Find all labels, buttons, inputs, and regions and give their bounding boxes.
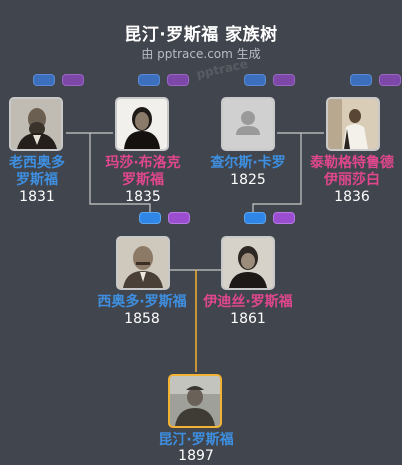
- person-photo-father[interactable]: [116, 236, 170, 290]
- person-name-gm-paternal-line1[interactable]: 玛莎·布洛克: [105, 155, 181, 171]
- expand-parents-button[interactable]: [33, 74, 55, 86]
- person-name-gf-maternal[interactable]: 查尔斯·卡罗: [210, 155, 286, 171]
- person-name-gm-maternal-line1[interactable]: 泰勒格特鲁德: [310, 155, 394, 171]
- person-photo-mother[interactable]: [221, 236, 275, 290]
- expand-relatives-button[interactable]: [273, 74, 295, 86]
- person-name-gm-maternal-line2[interactable]: 伊丽莎白: [324, 172, 380, 188]
- person-year-subject: 1897: [178, 448, 214, 464]
- expand-parents-button[interactable]: [350, 74, 372, 86]
- expand-parents-button[interactable]: [139, 212, 161, 224]
- person-name-gf-paternal-line1[interactable]: 老西奥多: [9, 155, 65, 171]
- person-name-mother[interactable]: 伊迪丝·罗斯福: [203, 294, 293, 310]
- expand-relatives-button[interactable]: [62, 74, 84, 86]
- expand-relatives-button[interactable]: [167, 74, 189, 86]
- person-photo-gf-paternal[interactable]: [9, 97, 63, 151]
- person-year-gm-maternal: 1836: [334, 189, 370, 205]
- person-year-gf-maternal: 1825: [230, 172, 266, 188]
- expand-relatives-button[interactable]: [379, 74, 401, 86]
- person-year-gm-paternal: 1835: [125, 189, 161, 205]
- page-title: 昆汀·罗斯福 家族树: [124, 25, 278, 45]
- expand-parents-button[interactable]: [244, 74, 266, 86]
- expand-relatives-button[interactable]: [273, 212, 295, 224]
- person-year-gf-paternal: 1831: [19, 189, 55, 205]
- person-photo-gf-maternal[interactable]: [221, 97, 275, 151]
- page-subtitle: 由 pptrace.com 生成: [141, 47, 261, 61]
- person-photo-gm-maternal[interactable]: [326, 97, 380, 151]
- descent-line-paternal: [89, 133, 151, 218]
- person-name-father[interactable]: 西奥多·罗斯福: [97, 294, 187, 310]
- expand-parents-button[interactable]: [244, 212, 266, 224]
- person-name-gf-paternal-line2[interactable]: 罗斯福: [16, 172, 58, 188]
- person-name-gm-paternal-line2[interactable]: 罗斯福: [122, 172, 164, 188]
- person-year-father: 1858: [124, 311, 160, 327]
- expand-parents-button[interactable]: [138, 74, 160, 86]
- person-name-subject[interactable]: 昆汀·罗斯福: [158, 432, 234, 448]
- expand-relatives-button[interactable]: [168, 212, 190, 224]
- avatar-placeholder-icon: [223, 99, 273, 149]
- person-year-mother: 1861: [230, 311, 266, 327]
- person-photo-gm-paternal[interactable]: [115, 97, 169, 151]
- person-photo-subject[interactable]: [168, 374, 222, 428]
- descent-line-maternal: [252, 133, 302, 218]
